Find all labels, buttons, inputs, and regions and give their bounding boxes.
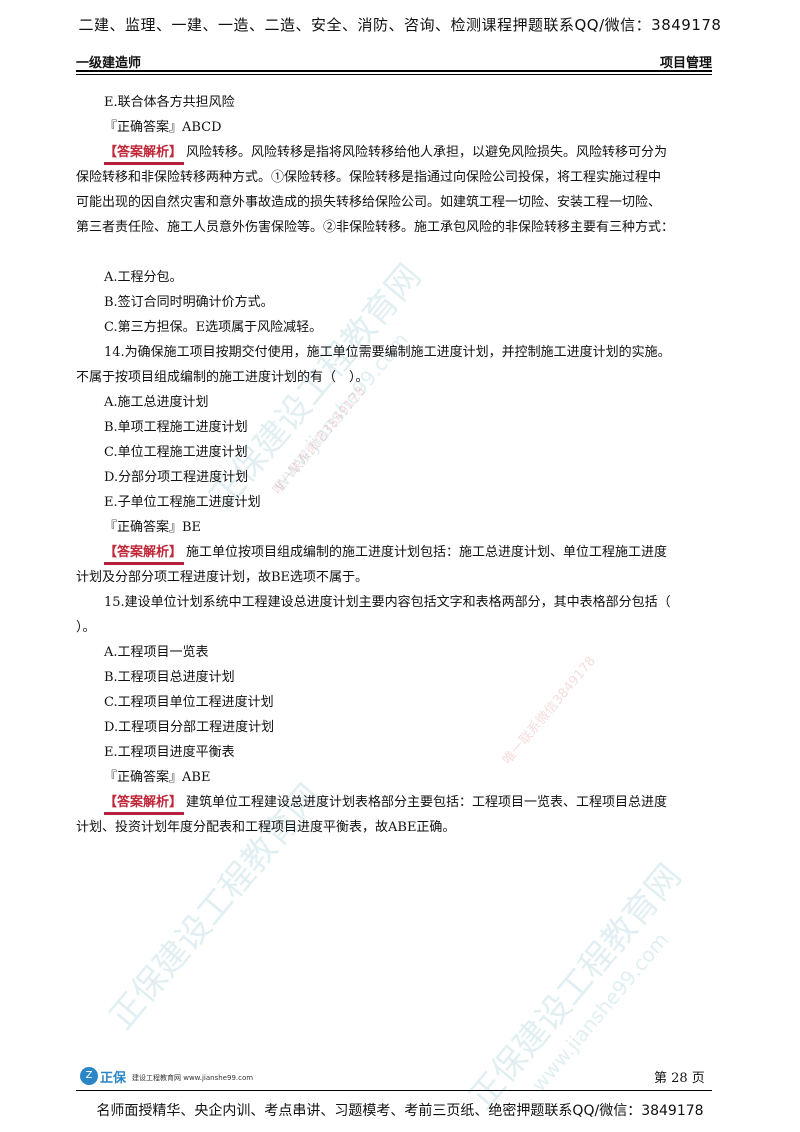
footer-rule (76, 1090, 712, 1091)
text-line: 第三者责任险、施工人员意外伤害保险等。②非保险转移。施工承包风险的非保险转移主要… (76, 220, 675, 235)
header-rule-thin (76, 74, 712, 75)
question-content: E.联合体各方共担风险 『正确答案』ABCD 【答案解析】风险转移。风险转移是指… (76, 90, 712, 840)
option-line: A.施工总进度计划 (104, 395, 209, 410)
blank-line (76, 240, 712, 265)
watermark-site-2: www.jianshe99.com (526, 927, 674, 1097)
option-line: C.第三方担保。E选项属于风险减轻。 (104, 320, 323, 335)
page-number: 第 28 页 (654, 1071, 705, 1086)
question-stem-cont: ）。 (76, 620, 96, 635)
text-line: 保险转移和非保险转移两种方式。①保险转移。保险转移是指通过向保险公司投保，将工程… (76, 170, 662, 185)
logo-brand: 正保 (100, 1071, 127, 1086)
option-line: C.工程项目单位工程进度计划 (104, 695, 274, 710)
option-line: D.工程项目分部工程进度计划 (104, 720, 275, 735)
correct-answer: 『正确答案』ABCD (104, 120, 222, 135)
text-line: 计划及分部分项工程进度计划，故BE选项不属于。 (76, 570, 369, 585)
header-subject: 项目管理 (659, 56, 712, 71)
bottom-contact-banner: 名师面授精华、央企内训、考点串讲、习题模考、考前三页纸、绝密押题联系QQ/微信：… (96, 1103, 704, 1119)
footer-logo: Z 正保 建设工程教育网 www.jianshe99.com (80, 1065, 260, 1087)
text-line: 计划、投资计划年度分配表和工程项目进度平衡表，故ABE正确。 (76, 820, 456, 835)
explanation-line: 【答案解析】风险转移。风险转移是指将风险转移给他人承担，以避免风险损失。风险转移… (76, 140, 712, 165)
logo-tagline: 建设工程教育网 www.jianshe99.com (132, 1074, 254, 1082)
explanation-text: 施工单位按项目组成编制的施工进度计划包括：施工总进度计划、单位工程施工进度 (186, 545, 668, 560)
option-line: B.签订合同时明确计价方式。 (104, 295, 274, 310)
option-line: E.联合体各方共担风险 (104, 95, 235, 110)
page-header: 一级建造师 项目管理 (76, 52, 712, 71)
explanation-text: 风险转移。风险转移是指将风险转移给他人承担，以避免风险损失。风险转移可分为 (186, 145, 668, 160)
explanation-tag: 【答案解析】 (104, 794, 185, 815)
correct-answer: 『正确答案』ABE (104, 770, 211, 785)
option-line: A.工程项目一览表 (104, 645, 209, 660)
option-line: D.分部分项工程进度计划 (104, 470, 249, 485)
header-exam-name: 一级建造师 (76, 56, 142, 71)
option-line: E.子单位工程施工进度计划 (104, 495, 261, 510)
option-line: A.工程分包。 (104, 270, 183, 285)
top-contact-banner: 二建、监理、一建、一造、二造、安全、消防、咨询、检测课程押题联系QQ/微信：38… (78, 16, 722, 34)
header-rule-thick (76, 70, 712, 72)
option-line: B.单项工程施工进度计划 (104, 420, 248, 435)
question-stem-cont: 不属于按项目组成编制的施工进度计划的有（ ）。 (76, 370, 369, 385)
explanation-text: 建筑单位工程建设总进度计划表格部分主要包括：工程项目一览表、工程项目总进度 (186, 795, 668, 810)
logo-icon: Z (80, 1067, 98, 1085)
explanation-tag: 【答案解析】 (104, 544, 185, 565)
question-stem: 15.建设单位计划系统中工程建设总进度计划主要内容包括文字和表格两部分，其中表格… (104, 595, 671, 610)
question-stem: 14.为确保施工项目按期交付使用，施工单位需要编制施工进度计划，并控制施工进度计… (104, 345, 671, 360)
explanation-line: 【答案解析】建筑单位工程建设总进度计划表格部分主要包括：工程项目一览表、工程项目… (76, 790, 712, 815)
explanation-line: 【答案解析】施工单位按项目组成编制的施工进度计划包括：施工总进度计划、单位工程施… (76, 540, 712, 565)
option-line: C.单位工程施工进度计划 (104, 445, 248, 460)
correct-answer: 『正确答案』BE (104, 520, 202, 535)
explanation-tag: 【答案解析】 (104, 144, 185, 165)
text-line: 可能出现的因自然灾害和意外事故造成的损失转移给保险公司。如建筑工程一切险、安装工… (76, 195, 662, 210)
option-line: E.工程项目进度平衡表 (104, 745, 235, 760)
option-line: B.工程项目总进度计划 (104, 670, 235, 685)
